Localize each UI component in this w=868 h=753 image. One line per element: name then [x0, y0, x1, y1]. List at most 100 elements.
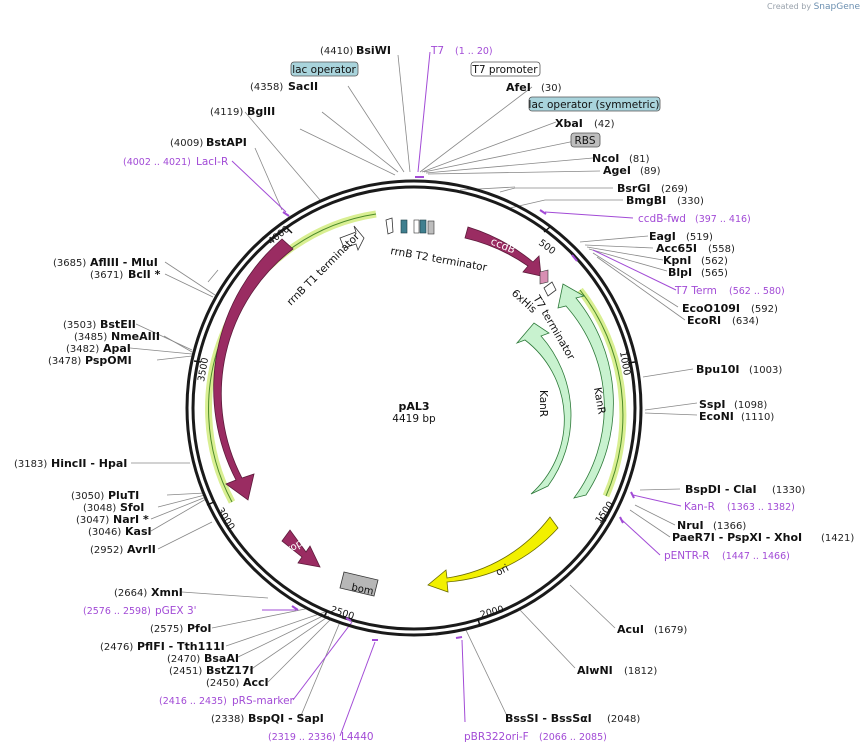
pos-label: (4410) — [320, 46, 353, 57]
kanR-inner-arrow[interactable] — [515, 322, 572, 495]
rrnB-T2-box[interactable] — [385, 217, 394, 235]
enzyme-label[interactable]: PflFI - Tth111I — [137, 640, 225, 653]
pos-label: (519) — [686, 232, 713, 243]
pos-label: (1679) — [654, 625, 687, 636]
enzyme-label[interactable]: AvrII — [127, 543, 156, 556]
enzyme-label[interactable]: EcoO109I — [682, 302, 740, 315]
lac-operator-tag[interactable] — [290, 61, 359, 77]
pos-label: (562) — [701, 256, 728, 267]
rrnB-T1-arrow[interactable] — [339, 225, 365, 252]
enzyme-label[interactable]: SfoI — [120, 501, 144, 514]
lac-operator-box[interactable] — [400, 219, 408, 234]
pos-label: (3503) — [63, 320, 96, 331]
ori-arrow[interactable] — [427, 516, 559, 593]
enzyme-label[interactable]: PaeR7I - PspXI - XhoI — [672, 531, 802, 544]
primer-name[interactable]: pENTR-R — [664, 550, 710, 562]
primer-name[interactable]: pRS-marker — [232, 695, 295, 707]
ccdB-arrow[interactable] — [464, 226, 542, 277]
t7-terminator-arrow[interactable] — [543, 281, 557, 297]
primer-name[interactable]: T7 Term — [674, 285, 717, 297]
enzyme-label[interactable]: BspDI - ClaI — [685, 483, 757, 496]
ccdB-label: ccdB — [489, 236, 517, 257]
enzyme-label[interactable]: Acc65I — [656, 242, 697, 255]
enzyme-label[interactable]: BsaAI — [204, 652, 239, 665]
enzyme-label[interactable]: PluTI — [108, 489, 139, 502]
enzyme-label[interactable]: KpnI — [663, 254, 691, 267]
enzyme-label[interactable]: BclI * — [128, 268, 161, 281]
kanR-outer-label: KanR — [591, 386, 608, 415]
pos-label: (2575) — [150, 624, 183, 635]
enzyme-label[interactable]: ApaI — [103, 342, 131, 355]
enzyme-label[interactable]: Bpu10I — [696, 363, 740, 376]
enzyme-label[interactable]: NruI — [677, 519, 704, 532]
enzyme-label[interactable]: BlpI — [668, 266, 692, 279]
primer-name[interactable]: pBR322ori-F — [464, 731, 529, 743]
primer-range: (397 .. 416) — [695, 214, 751, 225]
primer-labels: T7 (1 .. 20) (4002 .. 4021) LacI-R ccdB-… — [83, 45, 795, 743]
rbs-box[interactable] — [427, 220, 435, 235]
pos-label: (1098) — [734, 400, 767, 411]
primer-range: (1 .. 20) — [455, 46, 493, 57]
rrnB-T2-label: rrnB T2 terminator — [389, 245, 488, 274]
pos-label: (2451) — [169, 666, 202, 677]
left-enzyme-labels: (4410) BsiWI (4358) SacII (4119) BglII (… — [14, 44, 391, 725]
enzyme-label[interactable]: XbaI — [555, 117, 583, 130]
enzyme-label[interactable]: BstZ17I — [206, 664, 254, 677]
enzyme-label[interactable]: BspQI - SapI — [248, 712, 324, 725]
enzyme-label[interactable]: AcuI — [617, 623, 644, 636]
enzyme-label[interactable]: AlwNI — [577, 664, 613, 677]
enzyme-label[interactable]: BstAPI — [206, 136, 247, 149]
rop-arrow[interactable] — [281, 529, 321, 568]
kanR-outer-arrow[interactable] — [557, 283, 614, 499]
lacI-arrow[interactable] — [213, 238, 294, 501]
lac-operator-symmetric-tag[interactable] — [528, 96, 661, 112]
enzyme-label[interactable]: BglII — [247, 105, 275, 118]
enzyme-label[interactable]: KasI — [125, 525, 152, 538]
lac-operator-sym-box[interactable] — [419, 219, 427, 234]
primer-site-marks — [282, 176, 635, 641]
enzyme-label[interactable]: AgeI — [603, 164, 631, 177]
t7-promoter-box[interactable] — [413, 219, 420, 234]
enzyme-label[interactable]: AccI — [243, 676, 269, 689]
primer-name[interactable]: L4440 — [341, 731, 374, 743]
pos-label: (30) — [541, 83, 562, 94]
bom-box[interactable] — [339, 571, 379, 597]
primer-name[interactable]: ccdB-fwd — [638, 213, 686, 225]
rbs-tag-label: RBS — [575, 135, 596, 147]
enzyme-label[interactable]: BssSI - BssSαI — [505, 712, 592, 725]
primer-name[interactable]: pGEX 3' — [155, 605, 197, 617]
pos-label: (3048) — [83, 503, 116, 514]
enzyme-label[interactable]: PspOMI — [85, 354, 132, 367]
plasmid-length: 4419 bp — [392, 413, 436, 425]
enzyme-label[interactable]: SacII — [288, 80, 318, 93]
rbs-tag[interactable] — [570, 132, 601, 148]
enzyme-label[interactable]: NarI * — [113, 513, 149, 526]
enzyme-label[interactable]: BmgBI — [626, 194, 666, 207]
lac-operator-symmetric-tag-label: lac operator (symmetric) — [529, 99, 660, 111]
pos-label: (89) — [640, 166, 661, 177]
enzyme-label[interactable]: BsiWI — [356, 44, 391, 57]
primer-range: (562 .. 580) — [729, 286, 785, 297]
enzyme-label[interactable]: NmeAIII — [111, 330, 160, 343]
enzyme-label[interactable]: BstEII — [100, 318, 136, 331]
enzyme-label[interactable]: NcoI — [592, 152, 619, 165]
enzyme-label[interactable]: EagI — [649, 230, 676, 243]
enzyme-label[interactable]: HincII - HpaI — [51, 457, 127, 470]
enzyme-label[interactable]: EcoRI — [687, 314, 721, 327]
primer-name[interactable]: Kan-R — [684, 501, 715, 513]
enzyme-label[interactable]: EcoNI — [699, 410, 734, 423]
his-tag-box[interactable] — [539, 269, 549, 285]
pos-label: (3671) — [90, 270, 123, 281]
enzyme-label[interactable]: AflIII - MluI — [90, 256, 158, 269]
primer-name[interactable]: T7 — [430, 45, 444, 57]
enzyme-label[interactable]: PfoI — [187, 622, 212, 635]
enzyme-label[interactable]: XmnI — [151, 586, 183, 599]
lacI-label: lacI — [235, 350, 250, 370]
enzyme-label[interactable]: BsrGI — [617, 182, 650, 195]
enzyme-label[interactable]: SspI — [699, 398, 725, 411]
t7-promoter-tag[interactable] — [470, 61, 541, 77]
enzyme-label[interactable]: AfeI — [506, 81, 531, 94]
primer-name[interactable]: LacI-R — [196, 156, 228, 168]
kanR-inner-label: KanR — [537, 390, 549, 417]
